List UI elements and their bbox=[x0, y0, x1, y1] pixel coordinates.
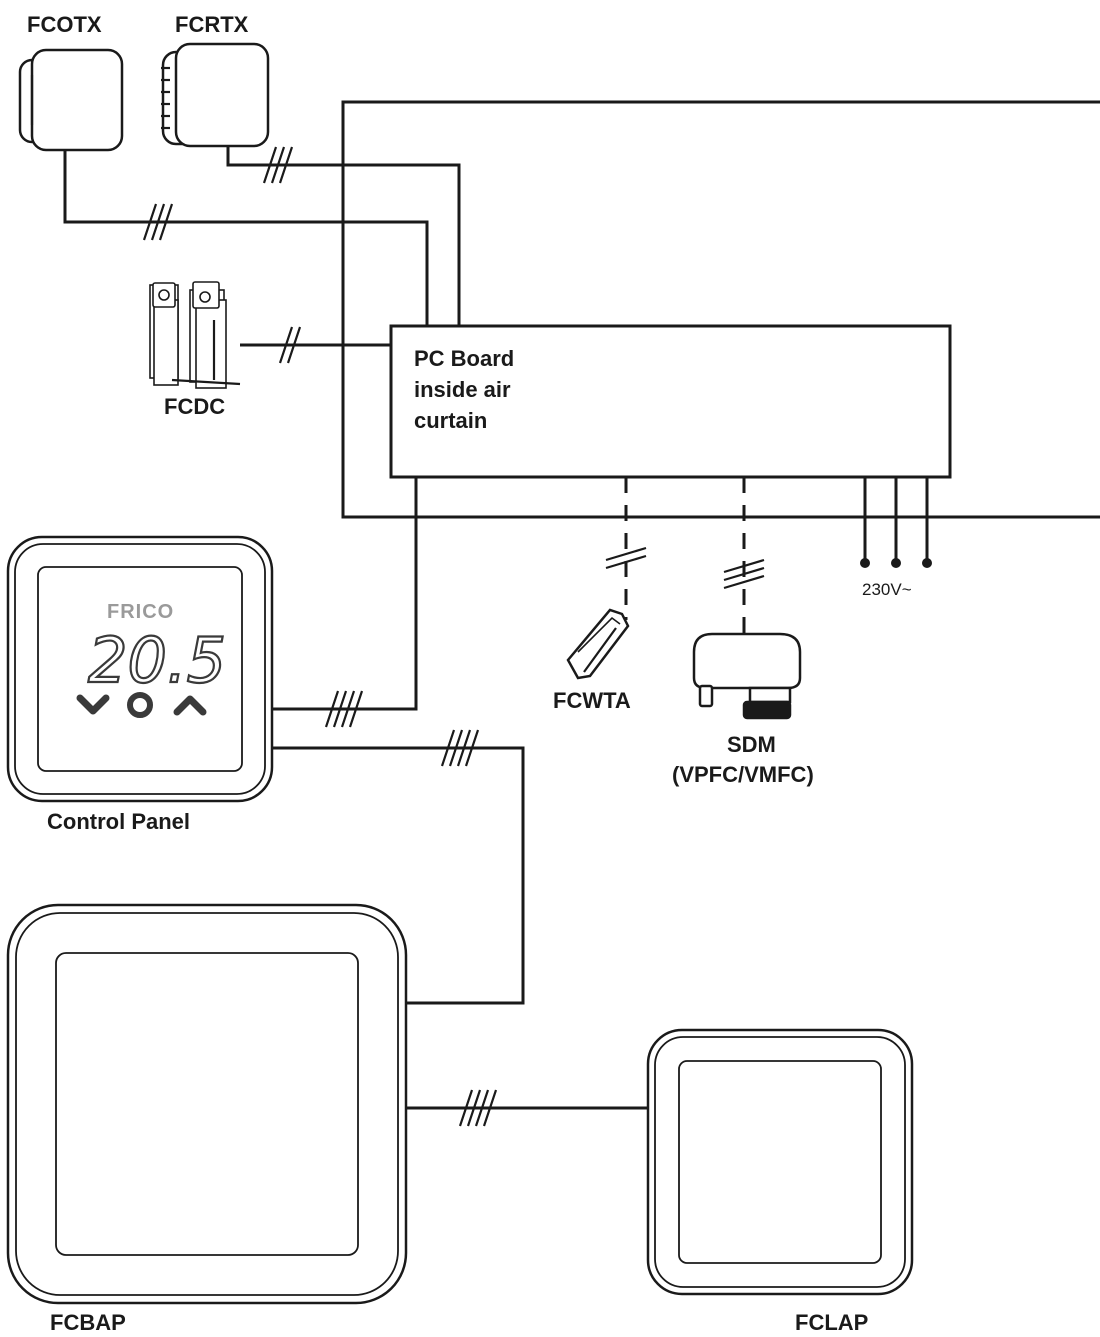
fcbap-cable bbox=[272, 729, 525, 1005]
fcwta-cable bbox=[605, 477, 647, 620]
power-terminals bbox=[860, 477, 932, 568]
sdm-sublabel: (VPFC/VMFC) bbox=[672, 762, 814, 787]
chevron-up-icon[interactable] bbox=[173, 695, 207, 716]
fcdc-device bbox=[149, 281, 241, 389]
fcdc-cable bbox=[240, 326, 391, 364]
fclap-cable bbox=[406, 1089, 648, 1127]
fcotx-label: FCOTX bbox=[27, 12, 102, 37]
fclap-label: FCLAP bbox=[795, 1310, 868, 1335]
power-icon[interactable] bbox=[127, 692, 153, 718]
control-panel-label: Control Panel bbox=[47, 809, 190, 834]
pc-board: PC Board inside air curtain bbox=[389, 324, 952, 479]
temperature-display: 20.5 bbox=[88, 624, 226, 697]
fcbap-label: FCBAP bbox=[50, 1310, 126, 1335]
fcotx-device bbox=[18, 48, 124, 152]
fcrtx-device bbox=[161, 42, 270, 148]
air-curtain-outline bbox=[341, 100, 1100, 519]
chevron-down-icon[interactable] bbox=[76, 694, 110, 715]
pc-board-label-line3: curtain bbox=[414, 408, 487, 433]
power-label: 230V~ bbox=[862, 580, 912, 599]
fcdc-label: FCDC bbox=[164, 394, 225, 419]
control-panel-cable bbox=[272, 477, 418, 728]
control-panel-device: FRICO 20.5 bbox=[6, 535, 274, 803]
frico-logo: FRICO bbox=[107, 601, 174, 623]
fcrtx-label: FCRTX bbox=[175, 12, 249, 37]
pc-board-label-line2: inside air bbox=[414, 377, 511, 402]
fcbap-device bbox=[6, 903, 408, 1305]
fcwta-device bbox=[566, 608, 630, 680]
fcrtx-cable bbox=[226, 146, 461, 326]
pc-board-label-line1: PC Board bbox=[414, 346, 514, 371]
fcotx-cable bbox=[63, 150, 429, 326]
sdm-label: SDM bbox=[727, 732, 776, 757]
sdm-cable bbox=[723, 477, 765, 635]
sdm-device bbox=[692, 632, 802, 720]
fclap-device bbox=[646, 1028, 914, 1296]
fcwta-label: FCWTA bbox=[553, 688, 631, 713]
